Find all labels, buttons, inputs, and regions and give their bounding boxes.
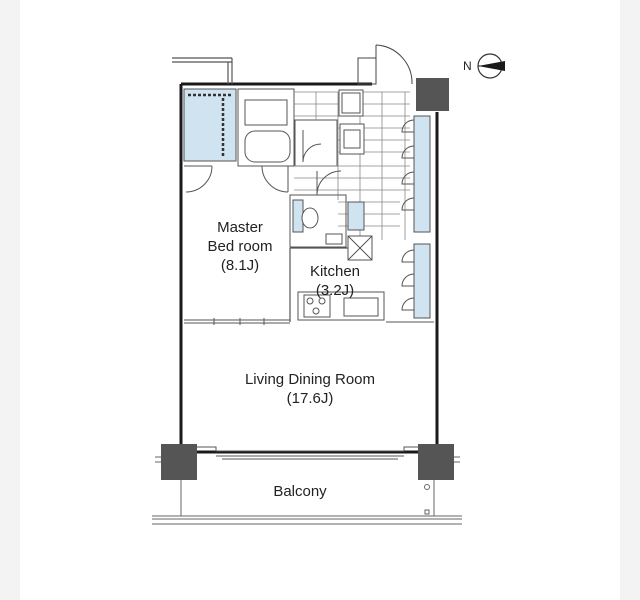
pillar-bottom-left (161, 444, 197, 480)
storage-closets (401, 115, 431, 319)
living-dining-label: Living Dining Room (17.6J) (210, 370, 410, 408)
compass-icon (477, 53, 505, 79)
living-dining-name: Living Dining Room (244, 371, 376, 388)
bathroom (237, 88, 338, 193)
kitchen-walls (289, 247, 348, 322)
master-bedroom-size: (8.1J) (220, 257, 260, 274)
wardrobe (183, 88, 237, 162)
pillar-bottom-right (418, 444, 454, 480)
master-bedroom-name-line1: Master (217, 219, 263, 236)
bedroom-door (184, 165, 213, 193)
living-dining-size: (17.6J) (286, 390, 334, 407)
kitchen-counter (297, 291, 385, 321)
window-sash (197, 446, 420, 460)
kitchen-name: Kitchen (309, 263, 361, 280)
sliding-partition (184, 318, 434, 325)
kitchen-label: Kitchen (3.2J) (290, 262, 380, 300)
balcony-outline (152, 456, 462, 525)
master-bedroom-name-line2: Bed room (207, 238, 273, 255)
corridor-fixtures (338, 89, 373, 261)
kitchen-size: (3.2J) (315, 282, 355, 299)
parapet (172, 57, 233, 84)
balcony-label: Balcony (273, 483, 327, 500)
pillar-top-right (416, 78, 449, 111)
compass-letter: N (463, 59, 472, 73)
floor-plan (152, 44, 505, 525)
toilet-room (289, 170, 347, 248)
floor-plan-stage: N Master Bed room (8.1J) Kitchen (3.2J) … (20, 0, 620, 600)
master-bedroom-label: Master Bed room (8.1J) (190, 218, 290, 275)
exterior-walls (179, 82, 439, 454)
entry-door (357, 44, 413, 85)
